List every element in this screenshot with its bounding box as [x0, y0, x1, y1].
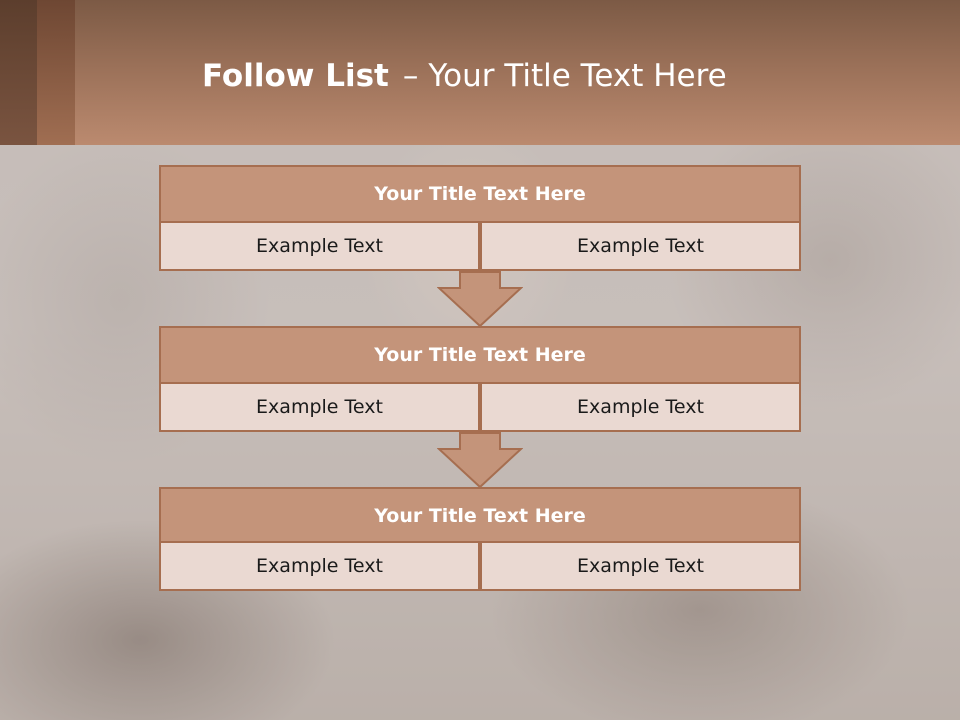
block-cell-right[interactable]: Example Text: [480, 541, 801, 591]
title-strong: Follow List: [202, 58, 389, 94]
header-stripe-accent: [37, 0, 75, 145]
header-band: Follow List–Your Title Text Here: [0, 0, 960, 145]
block-cell-right[interactable]: Example Text: [480, 221, 801, 271]
title-dash: –: [402, 58, 419, 94]
down-arrow-icon: [437, 271, 523, 328]
block-title[interactable]: Your Title Text Here: [159, 165, 801, 223]
block-title[interactable]: Your Title Text Here: [159, 326, 801, 384]
block-cell-left[interactable]: Example Text: [159, 382, 480, 432]
down-arrow-icon: [437, 432, 523, 489]
block-cell-left[interactable]: Example Text: [159, 541, 480, 591]
title-rest: Your Title Text Here: [428, 58, 727, 94]
block-cell-right[interactable]: Example Text: [480, 382, 801, 432]
list-block-1: Your Title Text Here Example Text Exampl…: [159, 165, 801, 271]
list-block-3: Your Title Text Here Example Text Exampl…: [159, 487, 801, 593]
block-title[interactable]: Your Title Text Here: [159, 487, 801, 545]
header-stripe-dark: [0, 0, 37, 145]
list-block-2: Your Title Text Here Example Text Exampl…: [159, 326, 801, 432]
block-cell-left[interactable]: Example Text: [159, 221, 480, 271]
slide-title[interactable]: Follow List–Your Title Text Here: [202, 54, 727, 98]
